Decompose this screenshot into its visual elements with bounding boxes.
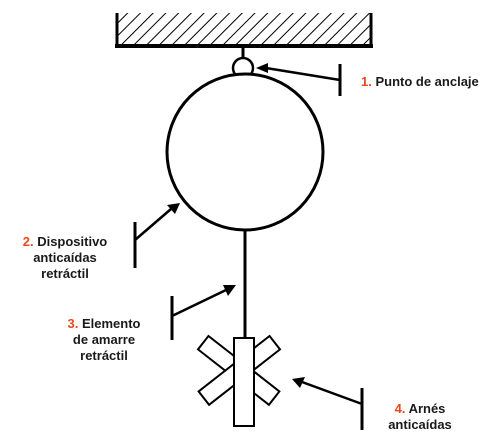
pointer-harness [292,377,364,430]
label-retractable-device-line2: anticaídas [33,250,97,265]
label-retractable-lanyard-line1: 3. Elemento [67,316,141,331]
label-anchor-point-text: Punto de anclaje [375,74,479,89]
label-anchor-point-number: 1. [361,74,372,89]
label-retractable-device-line1: 2. Dispositivo [22,234,108,249]
label-retractable-lanyard: 3. Elemento de amarre retráctil [44,316,164,364]
label-retractable-device-line3: retráctil [41,266,89,281]
pointer-anchor-point [256,63,342,96]
label-retractable-lanyard-number: 3. [67,316,79,331]
harness-figure [196,334,282,427]
label-harness: 4. Arnés anticaídas [370,401,470,433]
label-anchor-point: 1. Punto de anclaje [361,74,479,90]
label-retractable-device-number: 2. [22,234,34,249]
pointer-retractable-lanyard [170,285,236,340]
ceiling-structure [115,13,373,48]
label-harness-line1: 4. Arnés [394,401,446,416]
label-retractable-lanyard-line3: retráctil [80,348,128,363]
label-harness-line2: anticaídas [388,417,452,432]
pointer-retractable-device [133,203,180,268]
label-retractable-device: 2. Dispositivo anticaídas retráctil [2,234,128,282]
label-harness-number: 4. [394,401,406,416]
retractable-device-body [165,72,325,232]
label-retractable-lanyard-line2: de amarre [72,332,136,347]
